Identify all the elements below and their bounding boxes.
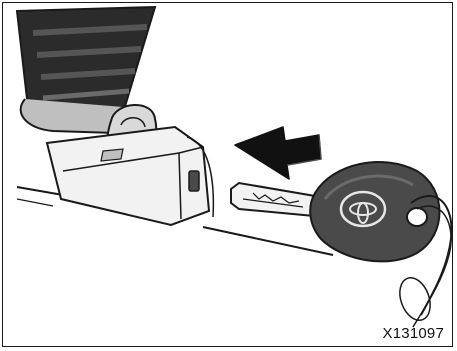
figure-frame: X131097 <box>2 2 453 347</box>
key-slot <box>189 171 199 191</box>
seatbelt-key-insertion-illustration <box>3 3 453 347</box>
key-head <box>310 162 439 261</box>
figure-code: X131097 <box>383 325 444 342</box>
belt-anchor-buckle <box>47 127 213 225</box>
insert-arrow-icon <box>235 127 321 179</box>
